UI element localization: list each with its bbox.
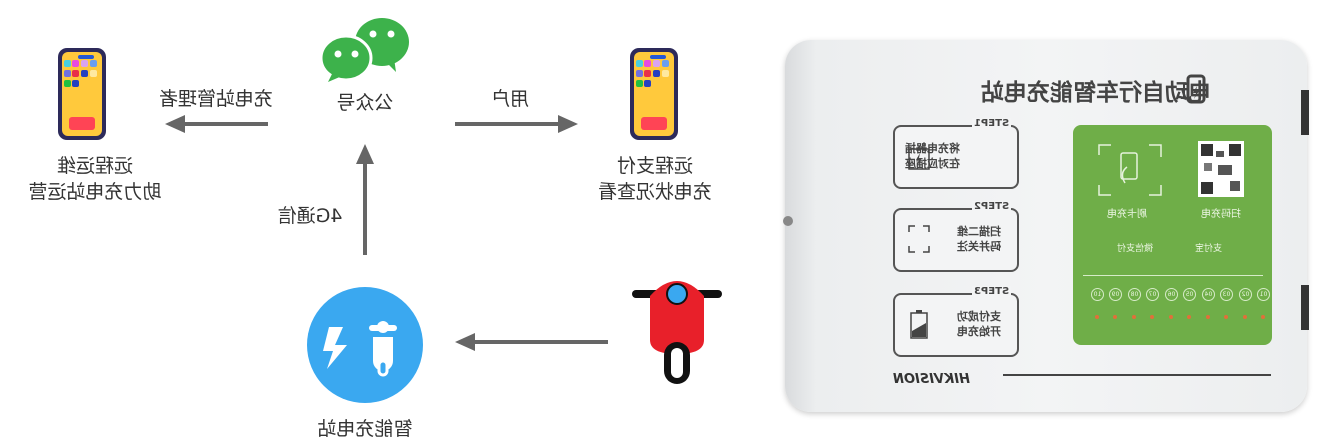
knob: [783, 216, 793, 226]
port-led: [1242, 315, 1247, 319]
brand-logo: HIKVISION: [893, 372, 970, 387]
port-number: 02: [1238, 288, 1252, 301]
port-led: [1168, 315, 1173, 319]
port-number: 10: [1090, 288, 1104, 301]
payment-panel: 刷卡充电 扫码充电 微信支付 支付宝 01 02 03 04 05 06 07 08 09 10: [1073, 125, 1272, 345]
user-phone-icon: [630, 48, 678, 140]
side-bracket: [1301, 90, 1309, 135]
port-number: 08: [1127, 288, 1141, 301]
divider: [1083, 275, 1263, 276]
divider: [1003, 374, 1271, 376]
port-led: [1094, 315, 1099, 319]
card-label: 刷卡充电: [1107, 209, 1147, 220]
charging-station-icon: [307, 287, 423, 403]
side-bracket: [1301, 285, 1309, 330]
alipay: 支付宝: [1195, 244, 1223, 254]
port-number: 06: [1164, 288, 1178, 301]
qr-code: [1198, 141, 1244, 197]
port-number: 07: [1146, 288, 1159, 301]
port-number: 03: [1220, 288, 1233, 301]
card-tap-icon: [1098, 144, 1162, 196]
port-led: [1187, 315, 1191, 319]
wechat-icon: [320, 18, 409, 82]
scooter-icon: [632, 281, 722, 384]
qr-label: 扫码充电: [1201, 209, 1241, 220]
port-led: [1205, 315, 1210, 319]
wechat-pay: 微信支付: [1117, 244, 1154, 254]
port-led: [1150, 315, 1154, 319]
port-led: [1113, 315, 1117, 319]
device-title: 电动自行车智能充电站: [981, 80, 1211, 106]
port-led: [1131, 315, 1136, 319]
wechat-label: 公众号: [336, 92, 394, 114]
user-caption: 远程支付充电状况查看: [598, 155, 713, 203]
port-number: 04: [1201, 288, 1215, 301]
plug-icon: [908, 142, 930, 170]
manager-phone-icon: [58, 48, 106, 140]
port-number: 05: [1183, 288, 1196, 301]
port-led: [1224, 315, 1228, 319]
port-number: 09: [1109, 288, 1122, 301]
port-led: [1261, 315, 1265, 319]
user-label: 用户: [491, 88, 530, 110]
fuel-station-icon: [1181, 74, 1206, 104]
station-label: 智能充电站: [317, 418, 413, 440]
battery-icon: [910, 310, 928, 339]
port-number: 01: [1257, 288, 1270, 301]
scan-icon: [908, 225, 930, 253]
4g-label: 4G通信: [277, 205, 343, 227]
